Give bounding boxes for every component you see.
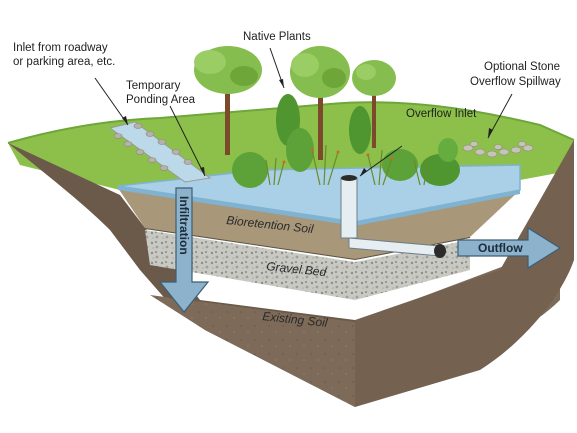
label-outflow: Outflow [478, 241, 523, 255]
soil-right-face [355, 140, 574, 407]
water-edge [118, 186, 520, 226]
grasses [265, 144, 429, 186]
tree-right [352, 60, 396, 148]
label-ponding-line1: Temporary [126, 80, 181, 92]
gravel-bed-layer [145, 230, 470, 300]
label-spillway-line1: Optional Stone [484, 61, 560, 73]
label-existing-soil: Existing Soil [262, 309, 329, 330]
outflow-arrow [457, 226, 562, 270]
label-gravel-bed: Gravel Bed [266, 259, 327, 279]
tree-center [290, 46, 350, 160]
label-overflow-inlet: Overflow Inlet [406, 108, 477, 120]
tree-left [194, 46, 262, 155]
leader-arrowheads [122, 79, 493, 176]
inlet-channel [108, 121, 212, 183]
overflow-inlet-standpipe [340, 177, 358, 239]
grass-ridge [7, 101, 575, 144]
overflow-inlet-grate [341, 175, 357, 181]
label-ponding-line2: Ponding Area [126, 94, 196, 106]
label-inlet-line1: Inlet from roadway [13, 42, 108, 54]
label-spillway-line2: Overflow Spillway [470, 76, 561, 88]
flowers [282, 148, 394, 164]
label-inlet-line2: or parking area, etc. [13, 56, 115, 68]
spillway-stones [462, 141, 534, 158]
bioretention-soil-layer [118, 188, 520, 259]
infiltration-arrow [158, 187, 210, 313]
inlet-stones [113, 123, 193, 171]
label-infiltration: Infiltration [177, 196, 191, 255]
shrubs [232, 94, 460, 188]
outflow-pipe-end [434, 244, 446, 258]
label-native-plants: Native Plants [243, 31, 311, 43]
